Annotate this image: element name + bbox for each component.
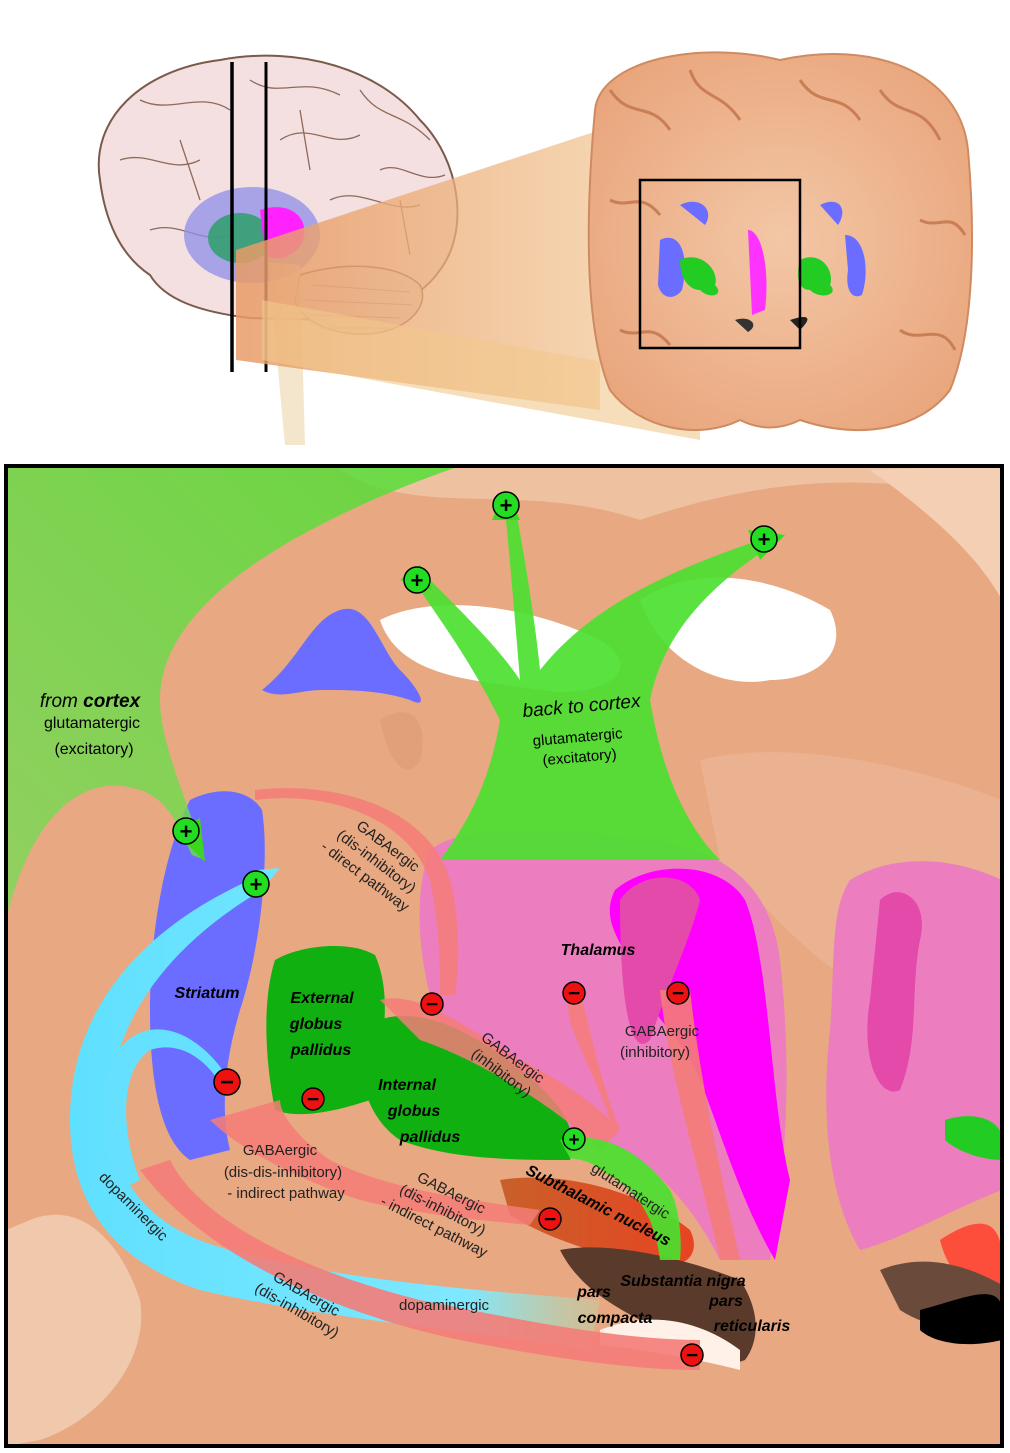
svg-text:−: −: [426, 993, 438, 1016]
indirect-dd-label-2: (dis-dis-inhibitory): [224, 1164, 342, 1181]
gaba-direct-arrow: [255, 788, 459, 995]
output-excitatory-label: (excitatory): [542, 746, 617, 769]
detail-frame: [4, 464, 1004, 1448]
svg-text:+: +: [250, 872, 263, 897]
from-cortex-label: from cortex: [40, 691, 142, 712]
input-excitatory-label: (excitatory): [54, 741, 133, 758]
svg-text:+: +: [411, 568, 424, 593]
plus-marker: +: [750, 525, 778, 553]
svg-text:+: +: [568, 1130, 579, 1151]
input-glutamatergic-label: glutamatergic: [44, 715, 140, 732]
dopaminergic-arrow: [70, 868, 600, 1350]
substantia-nigra-label: Substantia nigra: [620, 1273, 745, 1290]
cortex-input-arrow: [6, 466, 460, 920]
internal-gp-label-3: pallidus: [399, 1129, 461, 1146]
pars-reticularis-label-1: pars: [708, 1293, 743, 1310]
internal-gp-label-1: Internal: [378, 1077, 436, 1094]
svg-text:−: −: [672, 982, 684, 1005]
detail-panel: [6, 466, 1002, 1446]
minus-marker: −: [420, 992, 444, 1016]
minus-marker: −: [213, 1068, 241, 1096]
minus-marker: −: [562, 981, 586, 1005]
minus-marker: −: [680, 1343, 704, 1367]
plus-marker: +: [172, 817, 200, 845]
plus-marker: +: [403, 566, 431, 594]
indirect-dd-label-1: GABAergic: [243, 1142, 318, 1159]
svg-text:+: +: [180, 819, 193, 844]
minus-marker: −: [666, 981, 690, 1005]
internal-gp-shape: [359, 1015, 573, 1160]
svg-text:+: +: [758, 527, 771, 552]
minus-marker: −: [301, 1087, 325, 1111]
gaba-thalamus-label-2: (inhibitory): [620, 1044, 690, 1061]
thalamus-label: Thalamus: [561, 942, 636, 959]
lateral-ventricle-shape: [262, 608, 421, 703]
stn-shape: [500, 1177, 694, 1265]
plus-marker: +: [242, 870, 270, 898]
dopaminergic-bottom-label: dopaminergic: [399, 1297, 490, 1314]
gaba-indirect-arrow: [210, 1100, 540, 1225]
zoom-fan-lower: [262, 300, 700, 440]
external-gp-label-2: globus: [289, 1016, 343, 1033]
back-to-cortex-arrow: [420, 505, 765, 860]
indirect-dd-label-3: - indirect pathway: [227, 1185, 345, 1202]
svg-text:−: −: [568, 982, 580, 1005]
markers: + + + + + + − − − − − − −: [172, 491, 778, 1367]
svg-text:−: −: [307, 1088, 319, 1111]
plus-marker: +: [562, 1127, 586, 1151]
external-gp-label-3: pallidus: [290, 1042, 352, 1059]
external-gp-shape: [266, 945, 385, 1115]
internal-gp-label-2: globus: [387, 1103, 441, 1120]
plus-marker: +: [492, 491, 520, 519]
svg-text:−: −: [686, 1344, 698, 1367]
svg-text:−: −: [220, 1069, 234, 1096]
gaba-thalamus-arrow: [660, 990, 740, 1260]
svg-text:−: −: [544, 1208, 556, 1231]
minus-marker: −: [538, 1207, 562, 1231]
pars-reticularis-label-2: reticularis: [714, 1318, 791, 1335]
gaba-snr-arrow: [140, 1160, 700, 1370]
dopaminergic-arrow-2: [102, 1029, 226, 1190]
external-gp-label-1: External: [290, 990, 354, 1007]
striatum-label: Striatum: [175, 985, 240, 1002]
striatum-shape: [150, 791, 265, 1160]
coronal-section-illustration: [587, 51, 973, 431]
pars-compacta-label-1: pars: [576, 1284, 611, 1301]
pars-compacta-label-2: compacta: [578, 1310, 653, 1327]
gaba-thalamus-label-1: GABAergic: [625, 1023, 700, 1040]
svg-text:+: +: [500, 493, 513, 518]
gaba-inhibitory-arrow: [380, 990, 620, 1150]
